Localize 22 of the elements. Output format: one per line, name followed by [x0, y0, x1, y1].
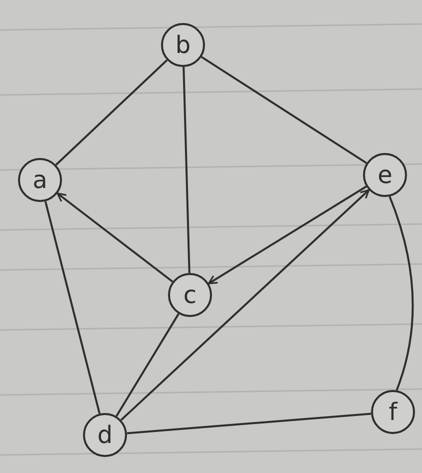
vertex-circle: [18, 158, 62, 202]
edge-line: [44, 201, 101, 414]
vertex-circle: [161, 23, 205, 67]
vertex-circle: [83, 413, 127, 457]
vertex-label: b: [175, 33, 191, 57]
edge-line: [182, 66, 190, 274]
vertex-label: d: [97, 423, 113, 447]
vertex-label: c: [183, 283, 197, 307]
edge-line: [388, 196, 414, 391]
edge-line: [126, 412, 372, 434]
arrow: [56, 192, 174, 282]
vertex-circle: [168, 273, 212, 317]
edge-line: [116, 313, 180, 417]
vertex-circle: [363, 153, 407, 197]
arrow: [208, 186, 367, 284]
vertex-circle: [371, 390, 415, 434]
vertex-label: f: [388, 400, 398, 424]
arrow: [120, 189, 370, 421]
vertex-label: e: [378, 163, 392, 187]
vertex-label: a: [32, 168, 48, 192]
edge-line: [55, 59, 168, 166]
edge-line: [200, 56, 368, 164]
